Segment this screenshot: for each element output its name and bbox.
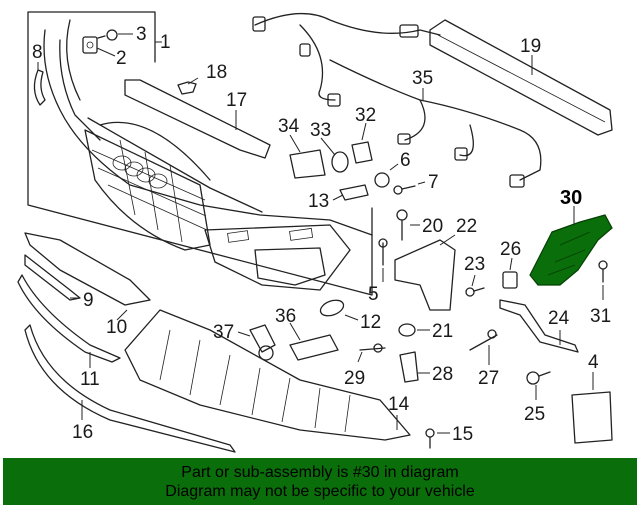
screw-part-3 xyxy=(97,29,133,41)
callout-15: 15 xyxy=(452,424,473,445)
bolt-part-31 xyxy=(598,260,608,300)
callout-labels: 1 2 3 4 5 6 7 8 9 10 11 12 13 14 15 16 1… xyxy=(32,24,611,445)
banner-line-2: Diagram may not be specific to your vehi… xyxy=(165,482,475,500)
callout-9: 9 xyxy=(83,290,94,311)
callout-2: 2 xyxy=(116,48,127,69)
info-banner: Part or sub-assembly is #30 in diagram D… xyxy=(3,458,637,505)
bracket-part-28 xyxy=(399,351,430,383)
callout-26: 26 xyxy=(500,239,521,260)
nut-part-21 xyxy=(398,323,430,337)
callout-12: 12 xyxy=(360,312,381,333)
bracket-part-8 xyxy=(33,69,46,106)
bracket-part-24 xyxy=(499,299,579,353)
callout-13: 13 xyxy=(308,191,329,212)
callout-14: 14 xyxy=(388,394,410,415)
callout-29: 29 xyxy=(344,368,365,389)
screw-part-7 xyxy=(393,181,426,195)
bolt-part-5 xyxy=(378,238,388,282)
callout-28: 28 xyxy=(432,364,453,385)
detail-frame xyxy=(27,11,373,296)
callout-34: 34 xyxy=(278,116,300,137)
undertray-part-14 xyxy=(124,309,411,441)
callout-21: 21 xyxy=(432,321,453,342)
connector-part-36 xyxy=(289,322,339,361)
callout-33: 33 xyxy=(310,120,331,141)
callout-16: 16 xyxy=(72,422,93,443)
callout-6: 6 xyxy=(400,150,411,171)
clip-part-18 xyxy=(177,81,197,95)
sensor-bracket-part-34 xyxy=(289,134,326,179)
impact-bar-part-19 xyxy=(429,19,613,136)
pin-part-27 xyxy=(469,329,498,365)
bracket-part-17 xyxy=(124,79,271,159)
leader-18 xyxy=(187,77,199,85)
pin-part-29 xyxy=(357,343,386,363)
sensor-part-32 xyxy=(351,122,373,164)
callout-20: 20 xyxy=(422,216,443,237)
callout-10: 10 xyxy=(106,317,127,338)
hardware-kit-part-4 xyxy=(571,372,613,444)
bracket-part-13 xyxy=(332,184,369,201)
callout-8: 8 xyxy=(32,42,43,63)
callout-11: 11 xyxy=(80,369,100,390)
clip-part-2 xyxy=(82,36,116,57)
bracket-part-30-shape[interactable] xyxy=(529,214,613,286)
bolt-part-20 xyxy=(396,209,420,241)
bracket-part-22 xyxy=(394,234,456,311)
screw-part-25 xyxy=(526,371,551,400)
banner-line-1: Part or sub-assembly is #30 in diagram xyxy=(181,463,459,481)
highlighted-part-30[interactable] xyxy=(529,206,613,286)
callout-19: 19 xyxy=(520,36,541,57)
callout-18: 18 xyxy=(206,62,227,83)
callout-3: 3 xyxy=(136,24,147,45)
trim-part-9 xyxy=(24,254,81,301)
callout-37: 37 xyxy=(213,322,234,343)
callout-17: 17 xyxy=(226,90,247,111)
wiring-harness-part-35 xyxy=(252,12,542,188)
callout-7: 7 xyxy=(428,172,439,193)
callout-22: 22 xyxy=(456,216,477,237)
callout-35: 35 xyxy=(412,68,433,89)
callout-4: 4 xyxy=(588,352,599,373)
callout-31: 31 xyxy=(590,306,611,327)
lower-trim-part-16 xyxy=(24,324,236,453)
callout-5: 5 xyxy=(368,284,379,305)
exploded-parts-diagram: 1 2 3 4 5 6 7 8 9 10 11 12 13 14 15 16 1… xyxy=(17,11,613,453)
trim-part-11 xyxy=(17,274,121,363)
callout-23: 23 xyxy=(464,254,485,275)
callout-1: 1 xyxy=(160,32,171,53)
clip-part-26 xyxy=(502,257,518,289)
ring-part-33 xyxy=(320,137,349,173)
sensor-part-37 xyxy=(237,324,276,361)
callout-24: 24 xyxy=(548,308,570,329)
cover-ring-part-12 xyxy=(319,299,359,321)
callout-30[interactable]: 30 xyxy=(560,187,582,209)
callout-27: 27 xyxy=(478,368,499,389)
screw-part-15 xyxy=(425,428,450,449)
grommet-part-6 xyxy=(374,163,399,188)
leader-10 xyxy=(116,309,128,321)
callout-25: 25 xyxy=(524,404,545,425)
grille-trim-part-10 xyxy=(24,232,151,306)
bumper-cover xyxy=(43,19,373,291)
callout-32: 32 xyxy=(355,105,376,126)
callout-36: 36 xyxy=(275,306,296,327)
screw-part-23 xyxy=(465,274,485,297)
logo-rings xyxy=(112,155,168,189)
